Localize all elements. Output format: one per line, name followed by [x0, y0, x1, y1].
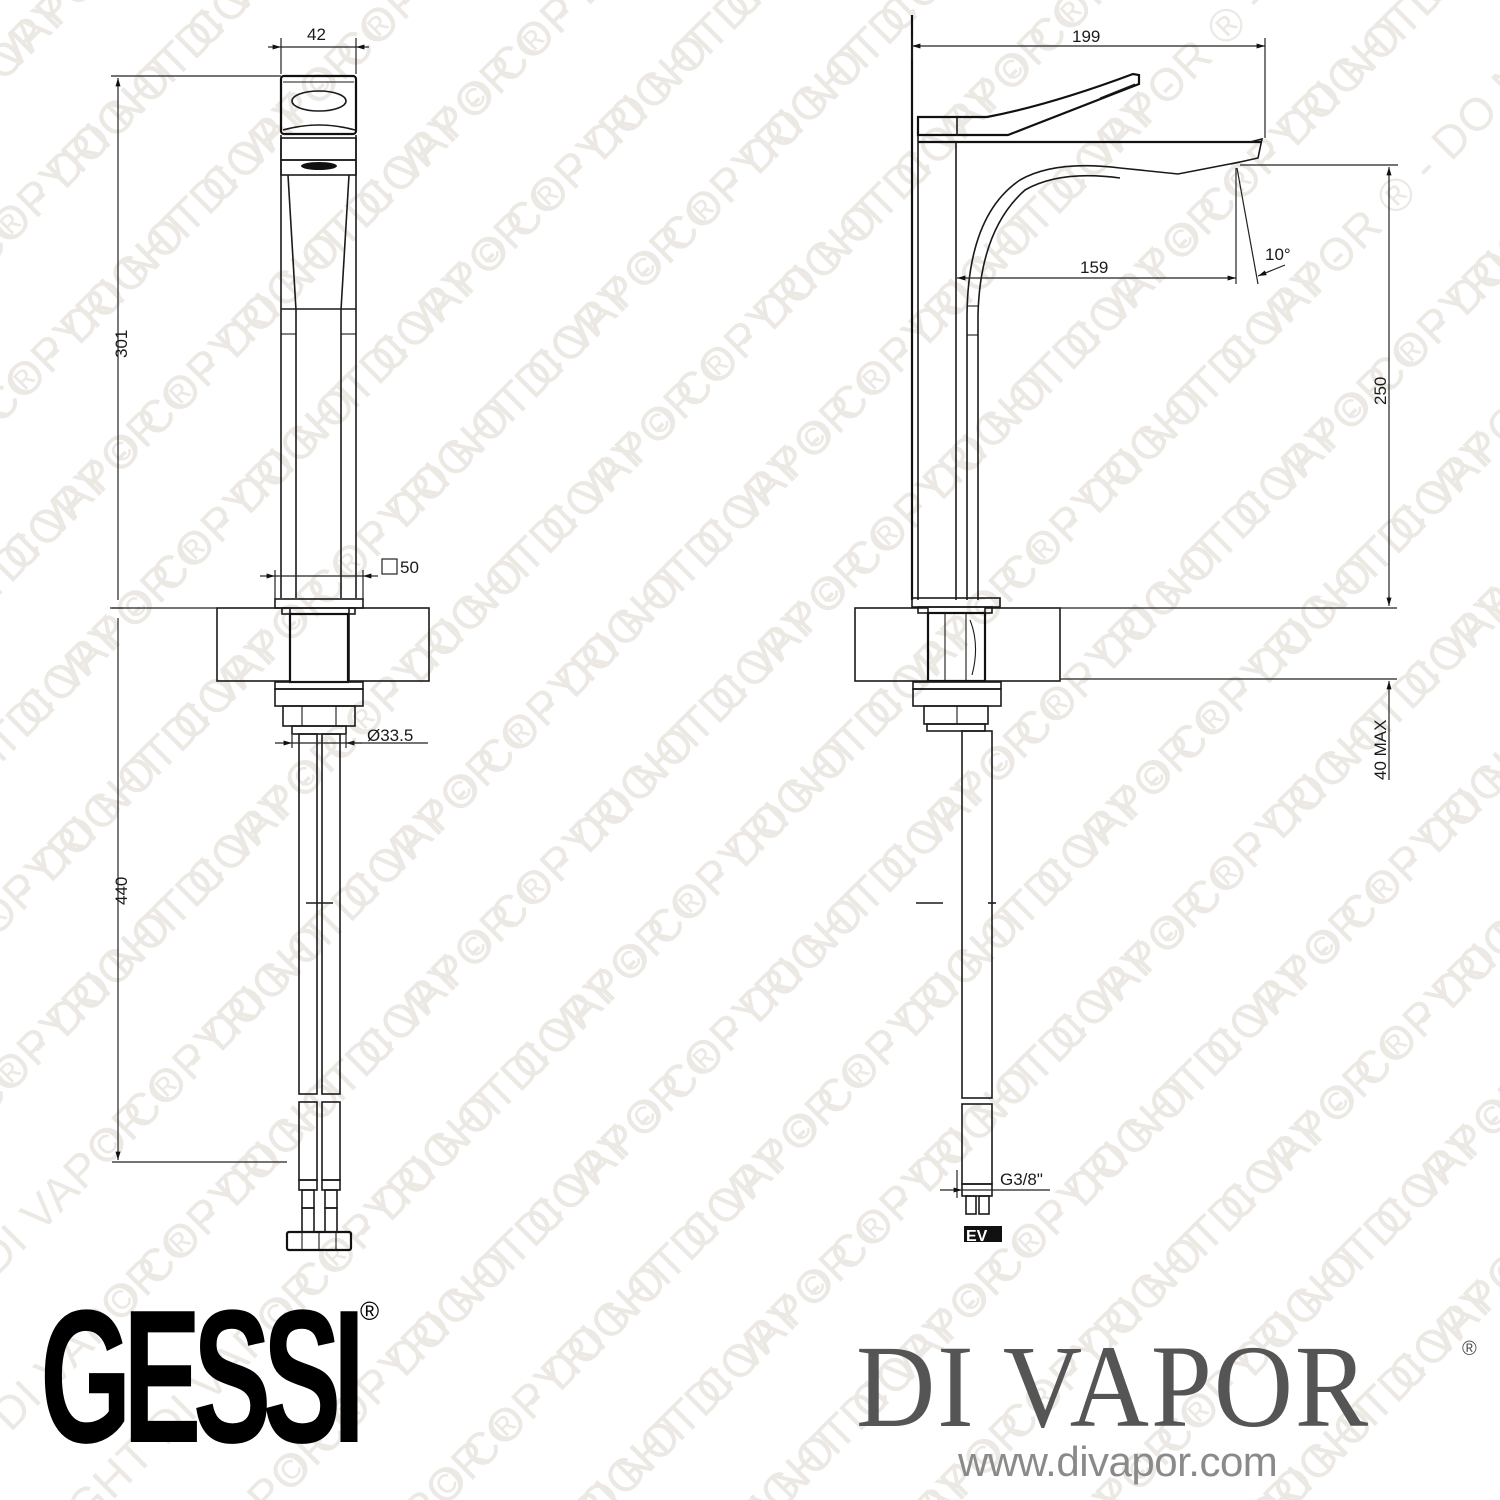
website-link[interactable]: www.divapor.com [958, 1438, 1278, 1485]
front-view-dimensions: 42 301 440 50 Ø33.5 [110, 25, 428, 1163]
divapor-registered-mark: ® [1462, 1338, 1477, 1360]
dim-hose-connection: G3/8" [1000, 1170, 1043, 1189]
hose-right [321, 733, 341, 1095]
dim-deck-thickness: 40 MAX [1371, 720, 1390, 780]
countertop-section [984, 607, 1061, 682]
countertop-section [216, 607, 291, 682]
ev-fitting [964, 1226, 1002, 1242]
lever-handle [916, 72, 1141, 137]
countertop-section [854, 607, 929, 682]
aerator [301, 162, 337, 170]
front-view [216, 74, 430, 1252]
dim-body-height: 301 [112, 330, 131, 358]
divapor-logo: DI VAPOR [856, 1321, 1370, 1452]
side-view: EV [854, 15, 1264, 1245]
gessi-logo: GESSI [40, 1271, 365, 1483]
dim-overall-width: 199 [1072, 27, 1100, 46]
dim-thread-diameter: Ø33.5 [367, 726, 413, 745]
hose [961, 730, 993, 1099]
gessi-registered-mark: ® [360, 1296, 380, 1326]
lever-window [291, 90, 347, 112]
spout-curve-outer [966, 161, 1241, 600]
fitting-label: EV [966, 1228, 988, 1245]
dim-spout-reach: 159 [1080, 258, 1108, 277]
dim-width-top: 42 [307, 25, 326, 44]
dim-base-square: 50 [400, 558, 419, 577]
dim-spout-height: 250 [1371, 377, 1390, 405]
dim-hose-length: 440 [112, 877, 131, 905]
countertop-section [348, 607, 430, 682]
dim-angle: 10° [1265, 245, 1291, 264]
lever-head [279, 74, 358, 136]
side-view-dimensions: 199 159 10° 250 40 MAX G3/8" [911, 27, 1398, 1198]
hose-left [298, 733, 318, 1095]
